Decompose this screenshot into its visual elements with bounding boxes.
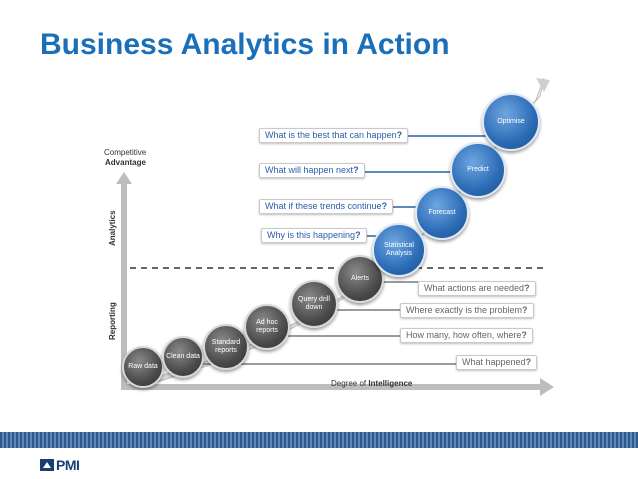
- question-text: What is the best that can happen: [265, 130, 397, 140]
- stage-circle: Predict: [450, 142, 506, 198]
- x-axis-label: Degree of Intelligence: [331, 379, 412, 388]
- y-axis-label-line1: Competitive: [104, 148, 147, 157]
- stage-label: Standard reports: [211, 339, 241, 354]
- stage-circle: Query drill down: [290, 280, 338, 328]
- slide-title: Business Analytics in Action: [40, 28, 450, 61]
- footer-stripe: [0, 432, 638, 448]
- question-box: What will happen next?: [259, 163, 365, 178]
- y-axis-arrowhead: [116, 172, 132, 184]
- question-mark: ?: [381, 201, 388, 211]
- stage-circle: Optimise: [482, 93, 540, 151]
- question-text: What happened: [462, 357, 526, 367]
- stage-circle: Raw data: [122, 346, 164, 388]
- y-axis: [121, 182, 127, 388]
- question-box: Why is this happening?: [261, 228, 367, 243]
- question-box: What actions are needed?: [418, 281, 536, 296]
- zone-label-reporting: Reporting: [108, 302, 117, 340]
- question-mark: ?: [396, 130, 403, 140]
- pmi-logo: PMI: [56, 457, 80, 473]
- question-mark: ?: [355, 230, 361, 240]
- question-text: What actions are needed: [424, 283, 525, 293]
- question-text: How many, how often, where: [406, 330, 522, 340]
- stage-label: Query drill down: [298, 296, 330, 311]
- x-axis-label-emphasis: Intelligence: [368, 379, 413, 388]
- question-text: Why is this happening: [267, 230, 356, 240]
- stage-circle: Clean data: [162, 336, 204, 378]
- question-box: What if these trends continue?: [259, 199, 394, 214]
- question-box: How many, how often, where?: [400, 328, 533, 343]
- stage-label: Optimise: [497, 118, 525, 125]
- question-box: What is the best that can happen?: [259, 128, 409, 143]
- question-text: What if these trends continue: [265, 201, 382, 211]
- x-axis-arrowhead: [540, 378, 554, 396]
- question-box: What happened?: [456, 355, 538, 370]
- question-text: Where exactly is the problem: [406, 305, 523, 315]
- question-mark: ?: [525, 357, 532, 367]
- stage-circle: Alerts: [336, 255, 384, 303]
- x-axis-label-prefix: Degree of: [331, 379, 369, 388]
- question-text: What will happen next: [265, 165, 354, 175]
- question-mark: ?: [524, 283, 530, 293]
- stage-label: Raw data: [128, 363, 158, 370]
- stage-circle: Ad hoc reports: [244, 304, 290, 350]
- stage-label: Forecast: [428, 209, 456, 216]
- footer-bar: [0, 448, 638, 479]
- staircase-arrowhead: [536, 78, 550, 92]
- y-axis-label-line2: Advantage: [105, 158, 146, 167]
- question-box: Where exactly is the problem?: [400, 303, 534, 318]
- stage-label: Alerts: [351, 275, 369, 282]
- stage-circle: Standard reports: [203, 324, 249, 370]
- zone-label-analytics: Analytics: [108, 210, 117, 246]
- question-mark: ?: [521, 330, 527, 340]
- x-axis: [121, 384, 541, 390]
- stage-label: Predict: [467, 166, 489, 173]
- stage-circle: Forecast: [415, 186, 469, 240]
- pmi-logo-icon: [40, 459, 54, 471]
- stage-label: Clean data: [166, 353, 200, 360]
- stage-circle: Statistical Analysis: [372, 223, 426, 277]
- stage-label: Statistical Analysis: [384, 242, 414, 257]
- stage-label: Ad hoc reports: [256, 319, 278, 334]
- question-mark: ?: [522, 305, 528, 315]
- question-mark: ?: [353, 165, 359, 175]
